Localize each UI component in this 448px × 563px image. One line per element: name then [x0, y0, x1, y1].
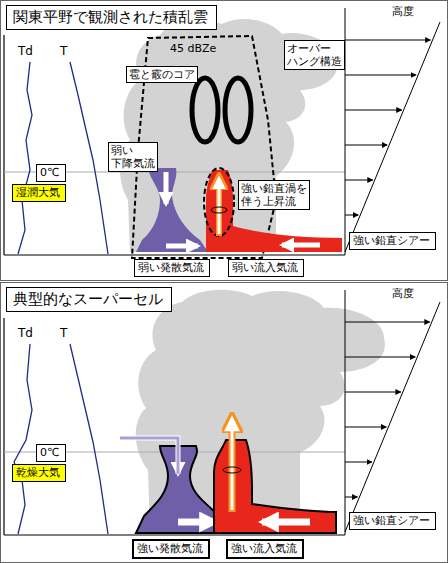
wind-arrow: [345, 145, 387, 146]
atmosphere-box: 湿潤大気: [12, 184, 66, 202]
axis: [4, 254, 345, 255]
flow-box: 弱い発散気流: [134, 259, 210, 277]
panel-frame: [1, 1, 448, 281]
axis: [4, 534, 345, 535]
wind-arrow: [345, 215, 358, 216]
panel-title: 関東平野で観測された積乱雲: [6, 5, 217, 30]
atmosphere-box: 乾燥大気: [12, 464, 66, 482]
node-text: 弱い流入気流: [232, 261, 300, 275]
wind-arrow: [345, 357, 415, 358]
node-text: 強い発散気流: [137, 542, 205, 556]
downdraft-arrow: [164, 172, 169, 204]
flow-label: 弱い 下降気流: [108, 142, 158, 172]
node-text: 強い鉛直シアー: [353, 234, 432, 248]
hail-core: [225, 78, 251, 142]
axis-label: 高度: [392, 5, 414, 18]
outflow-arrow: [166, 244, 198, 249]
wind-arrow: [345, 497, 357, 498]
inflow-arrow: [282, 243, 320, 248]
core-label: 雹と霰のコア: [126, 66, 198, 83]
node-text: 弱い発散気流: [138, 261, 206, 275]
downdraft: [136, 168, 208, 252]
freezing-box: 0℃: [36, 444, 66, 462]
axis-label: Td: [18, 326, 33, 340]
downdraft-arrow: [120, 438, 178, 474]
updraft-arrow: [231, 422, 234, 510]
wind-arrow: [345, 75, 416, 76]
shear-box: 強い鉛直シアー: [349, 232, 436, 250]
wind-arrows: [345, 322, 430, 497]
axis-label: T: [60, 44, 67, 58]
wind-arrows: [345, 40, 431, 215]
panel-frame: [1, 283, 448, 563]
wind-arrow: [345, 427, 386, 428]
temperature-line: [70, 62, 108, 254]
inflow-arrow: [262, 519, 310, 526]
outflow-arrow: [178, 519, 216, 526]
updraft-arrow: [229, 416, 236, 512]
temperature-line: [70, 344, 108, 534]
axis-label: 高度: [392, 287, 414, 300]
axis-label: T: [60, 326, 67, 340]
wind-arrow: [345, 322, 430, 323]
wind-arrow: [345, 462, 372, 463]
axis-label: Td: [18, 44, 33, 58]
node-text: 典型的なスーパーセル: [13, 290, 165, 309]
shear-box: 強い鉛直シアー: [349, 512, 436, 530]
axis: [3, 35, 4, 255]
reflectivity-label: 45 dBZe: [170, 42, 216, 55]
hail-core: [192, 78, 218, 142]
node-text: 0℃: [40, 446, 62, 460]
structure-label: オーバー ハング構造: [284, 40, 345, 70]
freezing-box: 0℃: [36, 164, 66, 182]
axis: [3, 318, 4, 535]
wind-arrow: [345, 180, 373, 181]
height-axis: [345, 290, 346, 535]
flow-box: 弱い流入気流: [228, 259, 304, 277]
downdraft-arrow: [120, 438, 178, 474]
rotation: [211, 207, 227, 213]
node-text: 0℃: [40, 166, 62, 180]
dewpoint-line: [14, 344, 32, 534]
shear-line: [345, 302, 440, 532]
panel-title: 典型的なスーパーセル: [6, 287, 172, 312]
dewpoint-line: [18, 62, 32, 254]
flow-box: 強い流入気流: [226, 539, 304, 559]
rotation: [223, 467, 241, 473]
updraft-arrow: [216, 176, 222, 236]
node-text: 強い鉛直シアー: [353, 514, 432, 528]
flow-label: 強い鉛直渦を 伴う上昇流: [238, 180, 310, 210]
wind-arrow: [345, 40, 431, 41]
flow-box: 強い発散気流: [132, 539, 210, 559]
node-text: 湿潤大気: [16, 186, 62, 200]
vortex-outline: [204, 168, 234, 236]
updraft: [206, 170, 342, 252]
node-text: 関東平野で観測された積乱雲: [13, 8, 210, 27]
node-text: 乾燥大気: [16, 466, 62, 480]
wind-arrow: [345, 110, 402, 111]
cloud: [136, 290, 385, 532]
node-text: 強い流入気流: [231, 542, 299, 556]
wind-arrow: [345, 392, 401, 393]
shear-line: [345, 22, 440, 252]
